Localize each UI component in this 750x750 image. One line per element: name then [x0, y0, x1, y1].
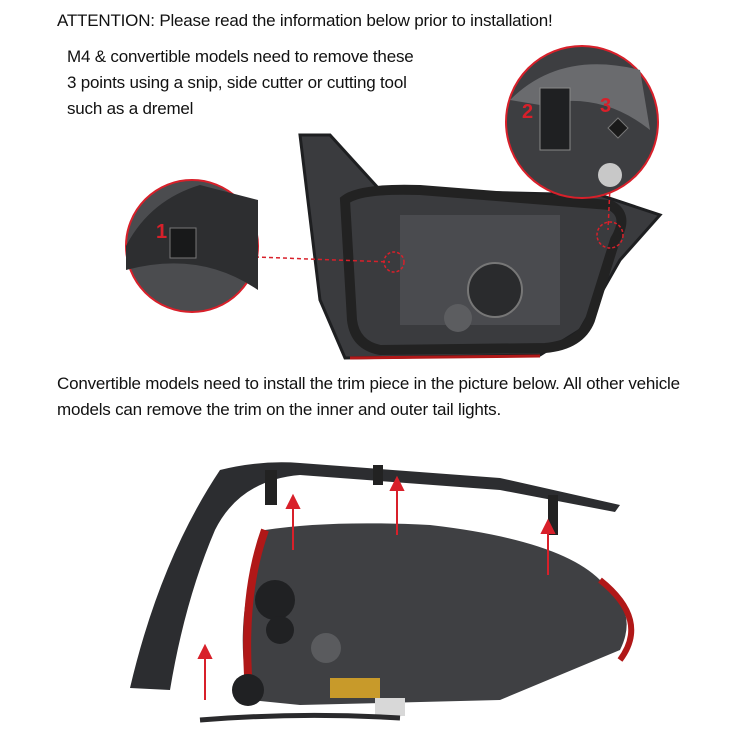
m4-line-1: M4 & convertible models need to remove t… [67, 47, 414, 66]
outer-tail-light-photo [199, 523, 635, 723]
attention-heading: ATTENTION: Please read the information b… [57, 11, 553, 30]
callout-label-3: 3 [600, 95, 611, 117]
callout-label-2: 2 [522, 101, 533, 123]
callout-label-1: 1 [156, 221, 167, 243]
inner-tail-light-photo [298, 133, 663, 360]
callout-point-1: 1 [125, 179, 405, 313]
m4-instructions: M4 & convertible models need to remove t… [67, 44, 497, 122]
m4-line-3: such as a dremel [67, 99, 194, 118]
trim-piece [130, 462, 620, 690]
m4-line-2: 3 points using a snip, side cutter or cu… [67, 73, 407, 92]
callout-points-2-3: 2 3 [505, 45, 659, 249]
convertible-instructions: Convertible models need to install the t… [57, 374, 680, 419]
direction-arrows [197, 475, 556, 700]
